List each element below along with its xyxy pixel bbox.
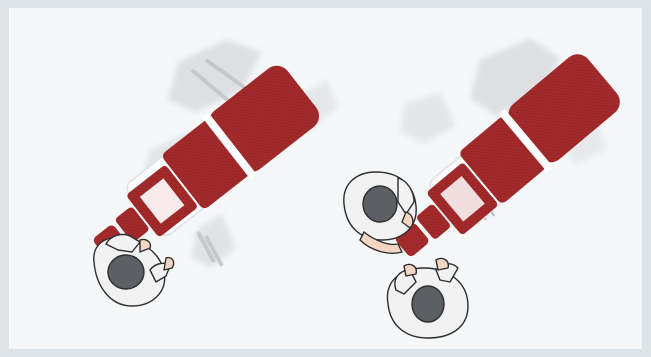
clinician-right-lower-hand-left [404, 264, 416, 276]
clinician-right-lower [387, 258, 468, 338]
right-chair [376, 38, 627, 275]
clinician-left-head [108, 255, 144, 289]
clinician-left [94, 234, 174, 306]
clinician-right-lower-hand-right [436, 258, 448, 270]
clinician-right-lower-head [412, 286, 444, 322]
clinician-right-upper-head [363, 186, 397, 222]
